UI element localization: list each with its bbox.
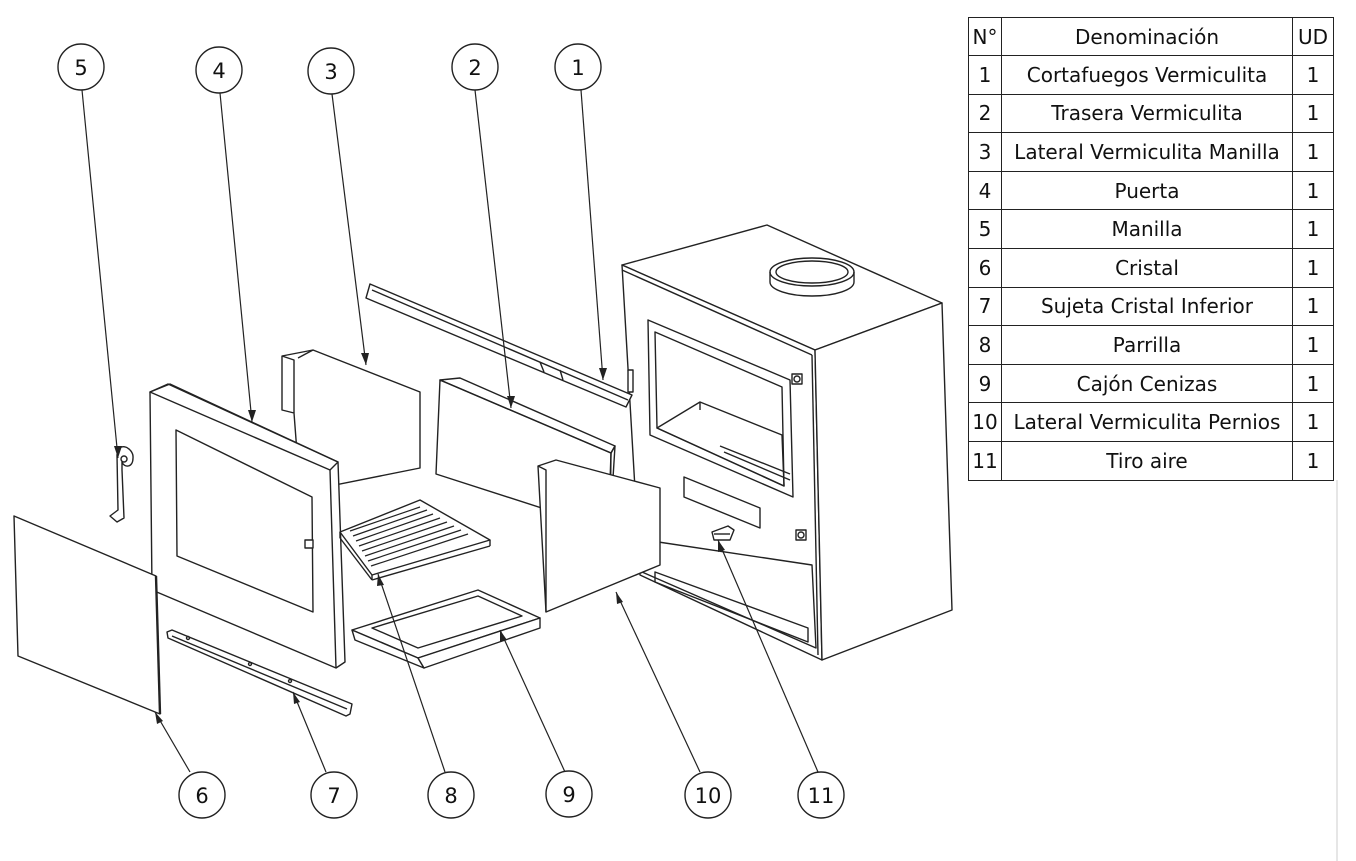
balloon-8: 8 [427,771,475,819]
svg-text:10: 10 [695,784,722,808]
part-8-parrilla [304,499,491,581]
leader-arrowheads [114,353,725,724]
svg-text:9: 9 [562,783,575,807]
row-ud: 1 [1292,93,1334,134]
balloon-1: 1 [554,43,602,91]
svg-text:11: 11 [808,784,835,808]
balloon-3: 3 [307,47,355,95]
header-name: Denominación [1001,17,1293,56]
row-no: 6 [968,247,1002,288]
row-ud: 1 [1292,247,1334,288]
row-no: 8 [968,325,1002,365]
part-9-cajon-cenizas [351,589,541,669]
row-name: Puerta [1001,170,1293,211]
balloon-4: 4 [195,46,243,94]
balloon-6: 6 [178,771,226,819]
svg-text:5: 5 [74,56,87,80]
row-no: 1 [968,55,1002,95]
part-1-cortafuegos [365,283,634,408]
svg-text:6: 6 [195,784,208,808]
row-name: Trasera Vermiculita [1001,93,1293,134]
row-no: 2 [968,93,1002,134]
table-row: 3 Lateral Vermiculita Manilla 1 [968,132,1334,172]
balloon-2: 2 [451,43,499,91]
stove-body [621,224,953,661]
row-no: 3 [968,132,1002,172]
leader-lines [81,89,819,773]
row-no: 7 [968,286,1002,327]
row-name: Lateral Vermiculita Pernios [1001,402,1293,442]
row-name: Manilla [1001,209,1293,249]
row-name: Cristal [1001,247,1293,288]
balloon-9: 9 [545,770,593,818]
table-row: 1 Cortafuegos Vermiculita 1 [968,55,1334,95]
row-no: 10 [968,402,1002,442]
svg-text:4: 4 [212,59,225,83]
row-no: 4 [968,170,1002,211]
row-ud: 1 [1292,170,1334,211]
table-row: 10 Lateral Vermiculita Pernios 1 [968,402,1334,442]
row-ud: 1 [1292,402,1334,442]
row-no: 5 [968,209,1002,249]
table-row: 8 Parrilla 1 [968,325,1334,365]
part-11-tiro-aire [711,525,735,541]
row-ud: 1 [1292,286,1334,327]
balloon-7: 7 [310,771,358,819]
header-ud: UD [1292,17,1334,56]
svg-text:7: 7 [327,784,340,808]
part-6-cristal [13,515,162,715]
row-ud: 1 [1292,209,1334,249]
balloon-5: 5 [57,43,105,91]
svg-text:1: 1 [571,56,584,80]
row-ud: 1 [1292,440,1334,481]
table-row: 6 Cristal 1 [968,247,1334,288]
svg-text:8: 8 [444,784,457,808]
row-name: Tiro aire [1001,440,1293,481]
svg-text:2: 2 [468,56,481,80]
row-name: Parrilla [1001,325,1293,365]
table-row: 7 Sujeta Cristal Inferior 1 [968,286,1334,327]
balloon-10: 10 [684,771,732,819]
row-name: Sujeta Cristal Inferior [1001,286,1293,327]
table-row: 2 Trasera Vermiculita 1 [968,93,1334,134]
svg-text:3: 3 [324,60,337,84]
table-row: 11 Tiro aire 1 [968,440,1334,481]
header-no: N° [968,17,1002,56]
part-4-puerta [149,383,346,669]
row-ud: 1 [1292,363,1334,404]
row-name: Cortafuegos Vermiculita [1001,55,1293,95]
row-name: Lateral Vermiculita Manilla [1001,132,1293,172]
parts-list-table: N° Denominación UD 1 Cortafuegos Vermicu… [968,17,1334,481]
balloon-11: 11 [797,771,845,819]
table-row: 5 Manilla 1 [968,209,1334,249]
row-ud: 1 [1292,55,1334,95]
row-ud: 1 [1292,132,1334,172]
table-row: 4 Puerta 1 [968,170,1334,211]
part-5-manilla [109,446,134,523]
table-row: 9 Cajón Cenizas 1 [968,363,1334,404]
table-header-row: N° Denominación UD [968,17,1334,56]
row-no: 11 [968,440,1002,481]
part-7-sujeta-cristal [166,629,353,717]
part-10-lateral-pernios [537,459,661,613]
row-ud: 1 [1292,325,1334,365]
row-name: Cajón Cenizas [1001,363,1293,404]
row-no: 9 [968,363,1002,404]
